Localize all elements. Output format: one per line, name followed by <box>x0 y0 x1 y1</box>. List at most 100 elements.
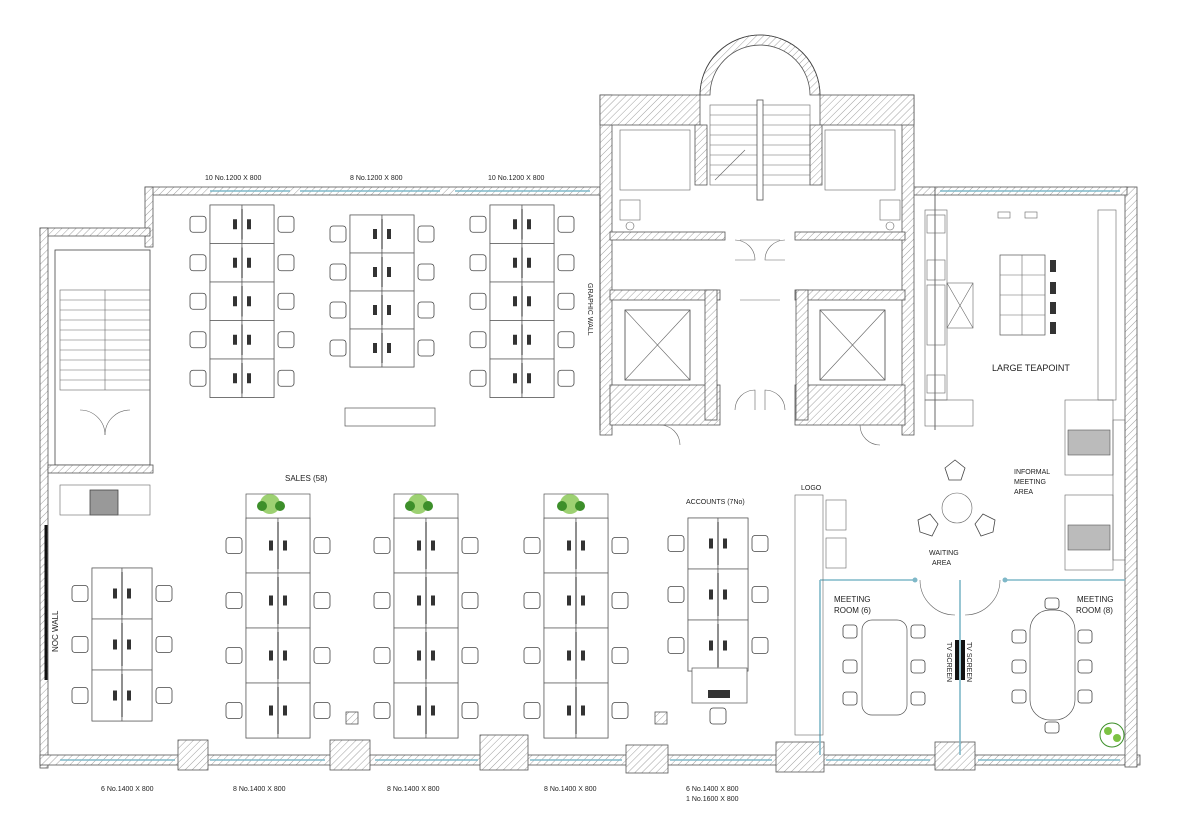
accounts-label: ACCOUNTS (7No) <box>686 499 745 506</box>
desk-chair <box>751 535 769 552</box>
desk-chair <box>557 215 575 233</box>
desk <box>209 204 243 244</box>
stair-tower <box>699 34 821 201</box>
desk-chair <box>71 585 89 602</box>
desk <box>521 281 555 321</box>
desk <box>121 618 153 671</box>
monitor <box>269 540 273 551</box>
tv-screen <box>955 640 965 680</box>
desk-chair <box>373 537 391 554</box>
storage-unit <box>344 407 436 427</box>
left-stairwell <box>47 249 154 516</box>
desk-chair <box>557 331 575 349</box>
monitor <box>723 589 727 600</box>
monitor <box>431 650 435 661</box>
desk <box>425 517 459 574</box>
monitor <box>247 334 251 345</box>
large-teapoint-label: LARGE TEAPOINT <box>992 363 1070 373</box>
sales-label: SALES (58) <box>285 474 328 483</box>
desk-chair <box>469 215 487 233</box>
teapoint-area <box>924 209 1117 427</box>
desk <box>349 290 383 330</box>
desk <box>543 682 577 739</box>
desk-chair <box>461 592 479 609</box>
informal-booths <box>1064 399 1126 571</box>
waiting-label-2: AREA <box>932 560 951 567</box>
monitor <box>373 229 377 239</box>
desk <box>241 358 275 398</box>
tv-screen-label-right: TV SCREEN <box>965 642 972 682</box>
plant-icon <box>257 494 285 514</box>
desk <box>543 517 577 574</box>
meeting-room-6-table <box>842 619 926 716</box>
desk-chair <box>225 592 243 609</box>
desk-chair <box>667 535 685 552</box>
desk <box>209 358 243 398</box>
plant-icon <box>1099 722 1125 748</box>
desk-chair <box>71 636 89 653</box>
desk <box>241 243 275 283</box>
desk-chair <box>189 254 207 272</box>
monitor <box>527 373 531 384</box>
accounts-manager-desk <box>691 667 748 725</box>
waiting-area-furniture <box>917 459 996 537</box>
desk-chair <box>189 215 207 233</box>
desk-chair <box>611 647 629 664</box>
desk <box>425 572 459 629</box>
monitor <box>431 595 435 606</box>
desk-chair <box>469 292 487 310</box>
monitor <box>373 343 377 353</box>
desk <box>91 567 123 620</box>
desk <box>241 320 275 360</box>
desk <box>381 328 415 368</box>
desk <box>489 358 523 398</box>
desk-chair <box>277 254 295 272</box>
desk-chair <box>523 647 541 664</box>
informal-label-3: AREA <box>1014 489 1033 496</box>
desk-chair <box>667 586 685 603</box>
bottom-label-1: 6 No.1400 X 800 <box>101 786 154 793</box>
desk-chair <box>611 537 629 554</box>
monitor <box>269 705 273 716</box>
desk <box>209 243 243 283</box>
desk <box>687 517 719 570</box>
monitor <box>269 650 273 661</box>
desk-chair <box>461 702 479 719</box>
plant-icon <box>557 494 585 514</box>
desk-chair <box>523 592 541 609</box>
desk <box>277 572 311 629</box>
desk <box>245 682 279 739</box>
desk-chair <box>523 702 541 719</box>
logo-wall-units <box>794 494 847 736</box>
desk-chair <box>189 292 207 310</box>
monitor <box>417 595 421 606</box>
meeting-8-label-1: MEETING <box>1077 595 1113 604</box>
desk <box>521 358 555 398</box>
desk <box>393 572 427 629</box>
monitor <box>723 538 727 549</box>
desk <box>543 572 577 629</box>
desks-top-mid-label: 8 No.1200 X 800 <box>350 175 403 182</box>
desk <box>489 320 523 360</box>
desk <box>121 669 153 722</box>
desk <box>575 517 609 574</box>
desk-chair <box>557 369 575 387</box>
desk-chair <box>557 254 575 272</box>
monitor <box>283 595 287 606</box>
desk-chair <box>373 647 391 664</box>
desk-chair <box>751 586 769 603</box>
desk <box>717 517 749 570</box>
desk <box>521 243 555 283</box>
desk <box>245 517 279 574</box>
monitor <box>417 705 421 716</box>
desk <box>277 627 311 684</box>
desk-chair <box>469 369 487 387</box>
desks-top-left-label: 10 No.1200 X 800 <box>205 175 262 182</box>
monitor <box>527 257 531 268</box>
monitor <box>373 305 377 315</box>
monitor <box>387 229 391 239</box>
desk <box>717 568 749 621</box>
monitor <box>233 219 237 230</box>
desk <box>393 682 427 739</box>
monitor <box>127 639 131 650</box>
